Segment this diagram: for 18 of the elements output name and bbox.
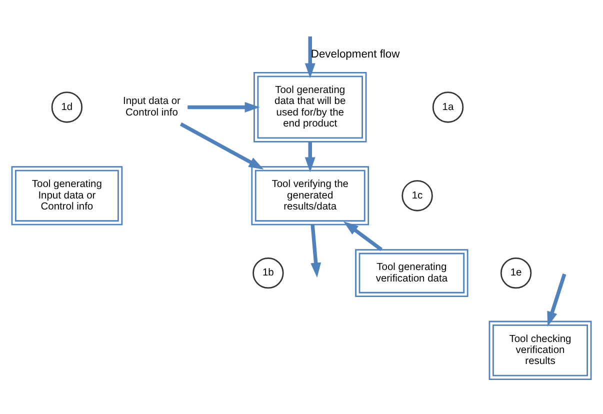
node-text: Input data or Control info <box>122 96 180 118</box>
node-circle: 1d <box>51 91 83 122</box>
node-box: Tool generating Input data or Control info <box>11 166 123 225</box>
node-circle: 1b <box>252 256 284 288</box>
node-box: Tool verifying the generated results/data <box>251 166 370 225</box>
node-circle: 1e <box>500 256 532 288</box>
arrow <box>304 141 316 172</box>
arrow <box>304 36 316 78</box>
node-circle: 1a <box>432 91 464 122</box>
arrow <box>180 122 264 169</box>
node-circle: 1c <box>402 180 433 211</box>
node-box: Tool generating data that will be used for/by the end product <box>254 72 367 142</box>
arrow <box>343 220 383 251</box>
arrow <box>188 101 260 112</box>
arrow <box>547 272 566 326</box>
node-box: Tool checking verification results <box>488 320 592 380</box>
arrow <box>310 224 322 278</box>
node-box: Tool generating verification data <box>355 248 468 297</box>
